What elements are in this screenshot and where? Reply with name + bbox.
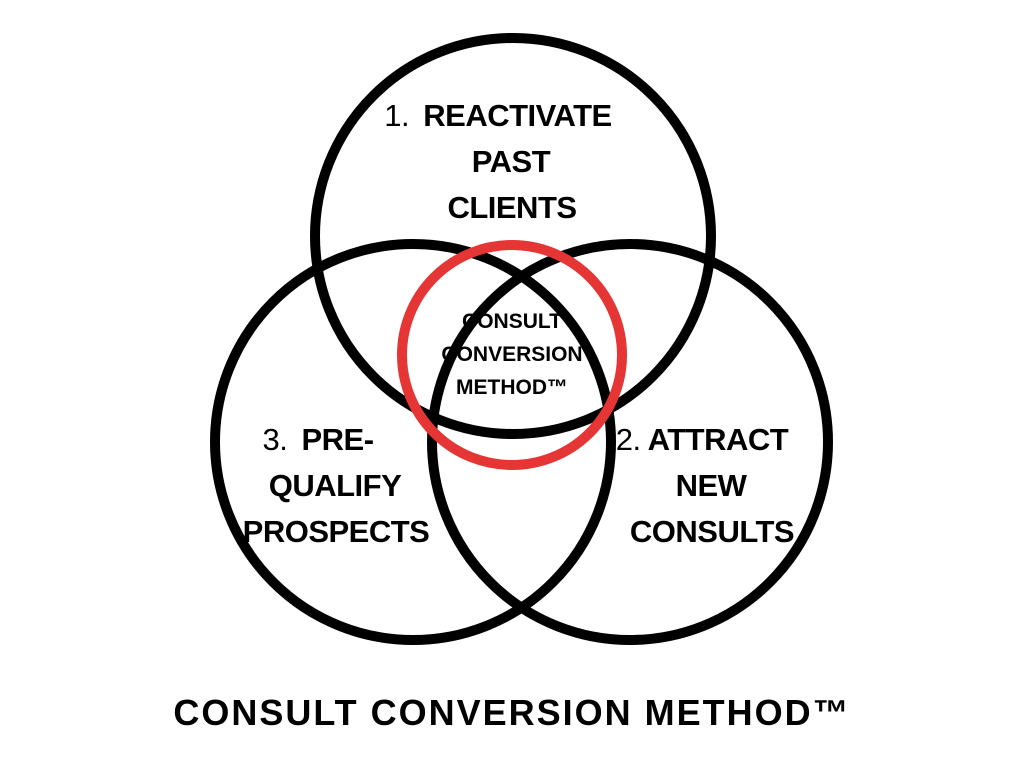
circle-left-line-1: 3. PRE- bbox=[262, 422, 373, 457]
circle-right-line-1: 2. ATTRACT bbox=[616, 422, 789, 457]
circle-left-line-1-text: PRE- bbox=[301, 422, 373, 457]
circle-top-line-1-text: REACTIVATE bbox=[423, 98, 611, 133]
circle-right-outline bbox=[427, 239, 833, 645]
circle-left-label: 3. PRE- QUALIFY PROSPECTS bbox=[243, 422, 430, 549]
circle-left-line-3: PROSPECTS bbox=[243, 514, 430, 549]
circle-left-line-2: QUALIFY bbox=[269, 468, 402, 503]
center-label-line-2: CONVERSION bbox=[441, 343, 582, 366]
circle-right-line-3: CONSULTS bbox=[630, 514, 794, 549]
diagram-title: CONSULT CONVERSION METHOD™ bbox=[173, 692, 850, 733]
circle-top-line-1: 1. REACTIVATE bbox=[384, 98, 611, 133]
center-label-line-3: METHOD™ bbox=[456, 376, 568, 399]
circle-top-outline bbox=[310, 33, 716, 439]
circle-right-line-1-text: ATTRACT bbox=[648, 422, 789, 457]
circle-top-number: 1. bbox=[384, 98, 409, 133]
circle-top-label: 1. REACTIVATE PAST CLIENTS bbox=[384, 98, 612, 225]
center-ring bbox=[397, 240, 627, 470]
circle-top-line-2: PAST bbox=[472, 144, 551, 179]
circle-right-label: 2. ATTRACT NEW CONSULTS bbox=[616, 422, 795, 549]
circle-right-number: 2. bbox=[616, 422, 641, 457]
center-label-line-1: CONSULT bbox=[462, 310, 562, 333]
circle-left-outline bbox=[210, 239, 616, 645]
circle-left-number: 3. bbox=[262, 422, 287, 457]
center-label: CONSULT CONVERSION METHOD™ bbox=[441, 310, 582, 399]
circle-right-line-2: NEW bbox=[676, 468, 748, 503]
circle-top-line-3: CLIENTS bbox=[447, 190, 576, 225]
